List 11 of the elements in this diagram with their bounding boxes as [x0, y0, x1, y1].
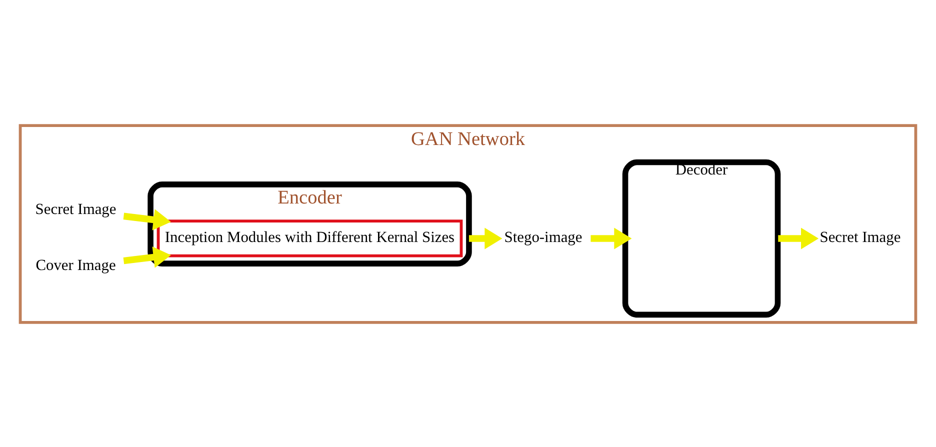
node-text: Cover Image: [36, 256, 116, 274]
arrow: [778, 227, 819, 249]
arrow: [123, 246, 171, 268]
arrow: [590, 227, 632, 249]
node-text: Secret Image: [35, 200, 116, 218]
node-text: Stego-image: [504, 228, 582, 246]
arrow: [123, 208, 171, 230]
node-box: Decoder: [622, 158, 781, 318]
node-text: Secret Image: [820, 228, 901, 246]
arrow: [468, 227, 502, 249]
node-box: Inception Modules with Different Kernal Sizes: [156, 219, 463, 257]
